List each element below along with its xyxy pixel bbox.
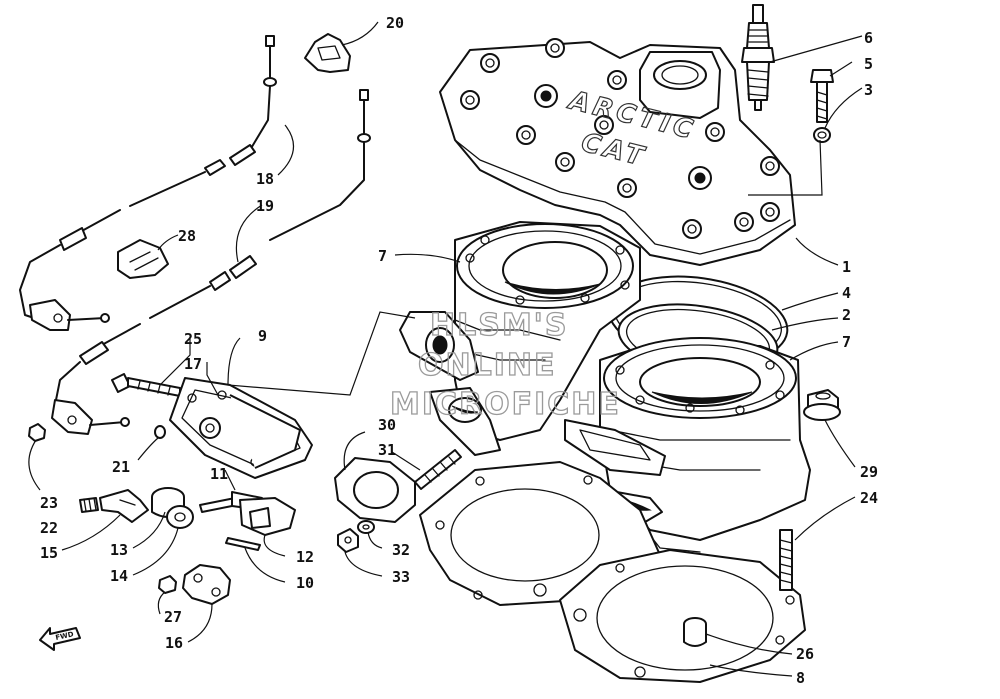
watermark-line-2: ONLINE <box>418 348 557 383</box>
exhaust-washer <box>357 520 375 534</box>
throttle-cable-18 <box>19 35 277 331</box>
callout-1: 1 <box>842 258 851 276</box>
screw-25 <box>111 373 181 397</box>
callout-15: 15 <box>40 544 58 562</box>
callout-labels: 1 2 3 4 5 6 7 7 8 9 10 11 12 13 14 15 16… <box>40 14 878 687</box>
head-washer <box>813 127 831 143</box>
callout-18: 18 <box>256 170 274 188</box>
exhaust-gasket <box>334 457 416 523</box>
callout-14: 14 <box>110 567 128 585</box>
spark-plug <box>741 4 775 111</box>
cylinder-head: ARCTIC CAT <box>439 38 796 266</box>
spring-22 <box>79 497 99 513</box>
callout-7-front-cylinder: 7 <box>842 333 851 351</box>
callout-20: 20 <box>386 14 404 32</box>
o-ring-21 <box>154 425 166 439</box>
callout-2: 2 <box>842 306 851 324</box>
valve-12 <box>239 497 296 536</box>
callout-24: 24 <box>860 489 878 507</box>
callout-31: 31 <box>378 441 396 459</box>
callout-33: 33 <box>392 568 410 586</box>
callout-16: 16 <box>165 634 183 652</box>
valve-14 <box>166 505 194 529</box>
dowel-pin <box>683 617 707 647</box>
callout-32: 32 <box>392 541 410 559</box>
callout-22: 22 <box>40 519 58 537</box>
callout-21: 21 <box>112 458 130 476</box>
callout-11: 11 <box>210 465 228 483</box>
watermark: HLSM'S ONLINE MICROFICHE <box>389 307 621 422</box>
exhaust-stud <box>414 449 462 490</box>
watermark-line-1: HLSM'S <box>430 308 568 343</box>
exhaust-flange <box>399 311 501 456</box>
callout-27: 27 <box>164 608 182 626</box>
front-arrow-label: FWD <box>55 630 75 642</box>
callout-29: 29 <box>860 463 878 481</box>
head-bolt-pointer <box>748 139 823 196</box>
cable-clip-20 <box>304 33 351 73</box>
callout-5: 5 <box>864 55 873 73</box>
callout-7-rear-cylinder: 7 <box>378 247 387 265</box>
exhaust-valve-cover <box>169 377 313 479</box>
nut-23 <box>28 423 46 442</box>
callout-30: 30 <box>378 416 396 434</box>
callout-25: 25 <box>184 330 202 348</box>
cylinder-front <box>564 337 811 553</box>
callout-10: 10 <box>296 574 314 592</box>
callout-17: 17 <box>184 355 202 373</box>
leader-lines <box>28 21 863 677</box>
callout-12: 12 <box>296 548 314 566</box>
throttle-cable-19 <box>51 89 371 435</box>
cylinder-rear <box>454 221 641 441</box>
valve-15 <box>99 489 149 523</box>
callout-23: 23 <box>40 494 58 512</box>
front-direction-arrow: FWD <box>39 627 81 651</box>
cylinder-stud <box>779 529 793 591</box>
cover-16 <box>182 564 231 605</box>
head-bolt <box>810 69 834 123</box>
cable-splice-28 <box>117 239 169 279</box>
base-gasket-front <box>559 549 806 683</box>
pin-10 <box>225 537 261 551</box>
exhaust-nut <box>337 528 359 553</box>
callout-3: 3 <box>864 81 873 99</box>
flange-nut <box>803 389 841 421</box>
callout-28: 28 <box>178 227 196 245</box>
callout-9: 9 <box>258 327 267 345</box>
callout-26: 26 <box>796 645 814 663</box>
callout-8: 8 <box>796 669 805 687</box>
callout-6: 6 <box>864 29 873 47</box>
callout-4: 4 <box>842 284 851 302</box>
callout-19: 19 <box>256 197 274 215</box>
watermark-line-3: MICROFICHE <box>390 387 621 422</box>
bolt-27 <box>158 575 177 594</box>
callout-13: 13 <box>110 541 128 559</box>
